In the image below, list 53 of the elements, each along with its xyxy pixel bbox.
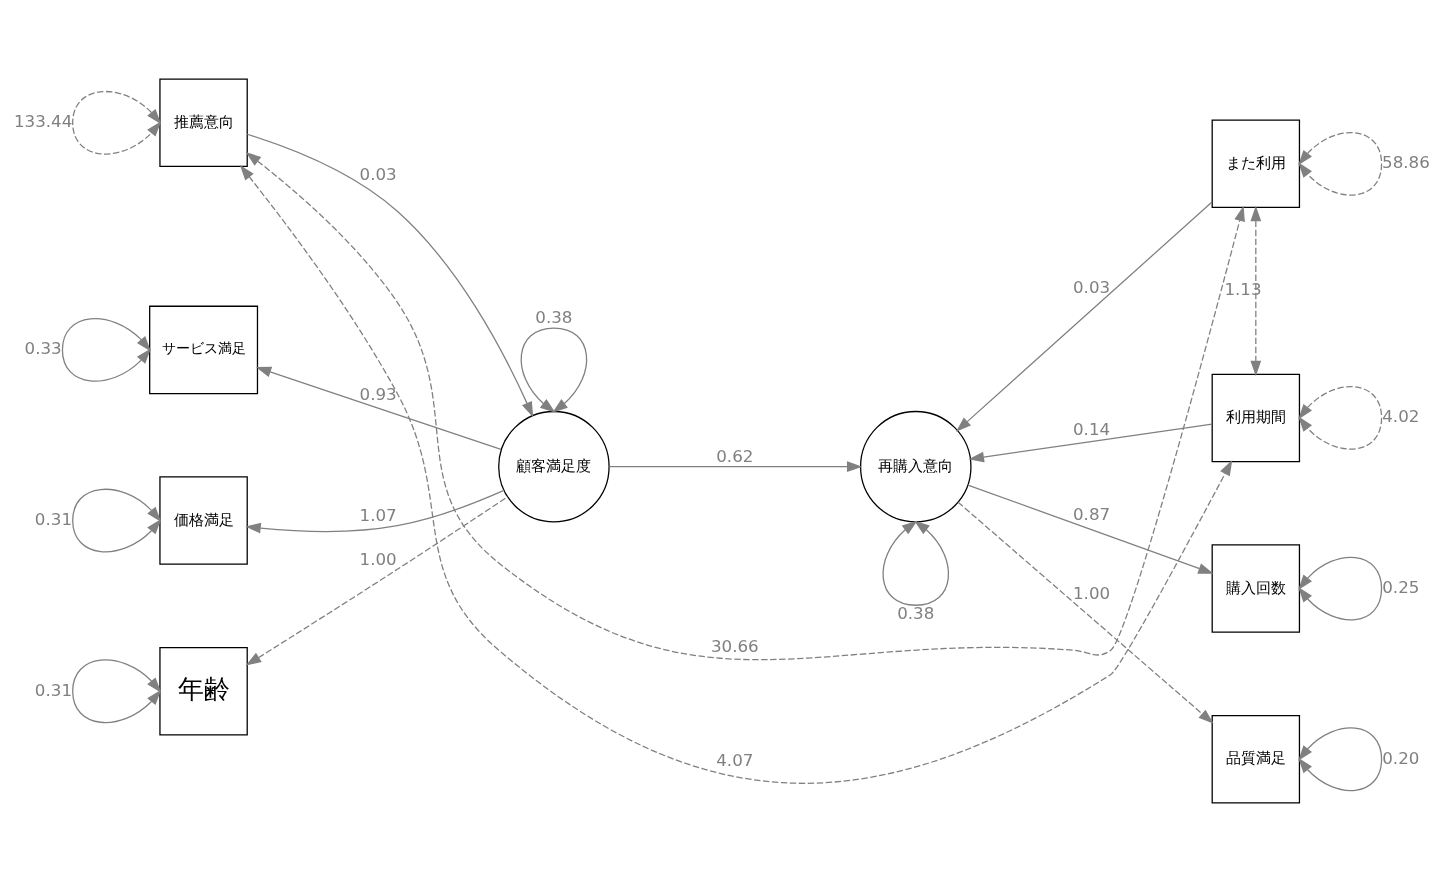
arrow [1298, 727, 1383, 792]
edge-label: 58.86 [1382, 153, 1430, 173]
arrow [1250, 205, 1262, 377]
arrow [520, 327, 588, 413]
node-box: 年齢 [159, 646, 248, 736]
edge-label: 1.07 [359, 506, 397, 526]
arrow [239, 165, 1233, 784]
arrow [1298, 132, 1383, 196]
node-box: 推薦意向 [159, 78, 248, 168]
arrow [955, 201, 1213, 432]
edge-label: 0.93 [359, 385, 397, 405]
arrow [968, 423, 1213, 463]
arrow [72, 488, 162, 553]
arrow [61, 318, 151, 382]
edge-label: 1.00 [359, 549, 397, 569]
edge-label: 0.25 [1382, 577, 1420, 597]
arrow [245, 151, 1245, 661]
edge-label: 0.03 [359, 164, 397, 184]
edge-label: 0.38 [897, 603, 935, 623]
edge-label: 1.00 [1073, 584, 1111, 604]
edge-label: 0.62 [716, 447, 754, 467]
node-box: 価格満足 [159, 476, 248, 565]
arrow [255, 366, 502, 450]
edge-label: 0.20 [1382, 748, 1420, 768]
edge-label: 4.02 [1382, 407, 1420, 427]
edge-label: 0.03 [1073, 277, 1111, 297]
edge-label: 0.38 [535, 308, 573, 328]
arrow [245, 489, 505, 534]
arrow [957, 501, 1214, 724]
arrow [245, 496, 509, 666]
arrow [882, 520, 949, 606]
edge-label: 0.87 [1073, 504, 1111, 524]
edge-label: 0.33 [24, 339, 62, 359]
node-circle: 顧客満足度 [498, 410, 610, 523]
node-box: サービス満足 [149, 305, 259, 395]
edge-label: 0.31 [34, 680, 73, 700]
arrow [1298, 386, 1383, 450]
node-box: 利用期間 [1211, 373, 1301, 463]
arrow [72, 90, 162, 155]
edge-label: 0.14 [1073, 420, 1111, 440]
arrow [72, 659, 162, 724]
edge-label: 4.07 [716, 751, 754, 771]
edge-label: 0.31 [34, 509, 73, 529]
arrow [967, 484, 1214, 574]
arrow [608, 461, 863, 473]
arrow [1298, 556, 1383, 621]
edge-label: 1.13 [1224, 280, 1262, 300]
edge-label: 133.44 [14, 112, 73, 132]
node-box: 品質満足 [1211, 714, 1301, 804]
edge-label: 30.66 [710, 636, 759, 656]
node-box: 購入回数 [1211, 544, 1301, 633]
node-box: また利用 [1211, 119, 1301, 209]
arrow [246, 133, 534, 418]
